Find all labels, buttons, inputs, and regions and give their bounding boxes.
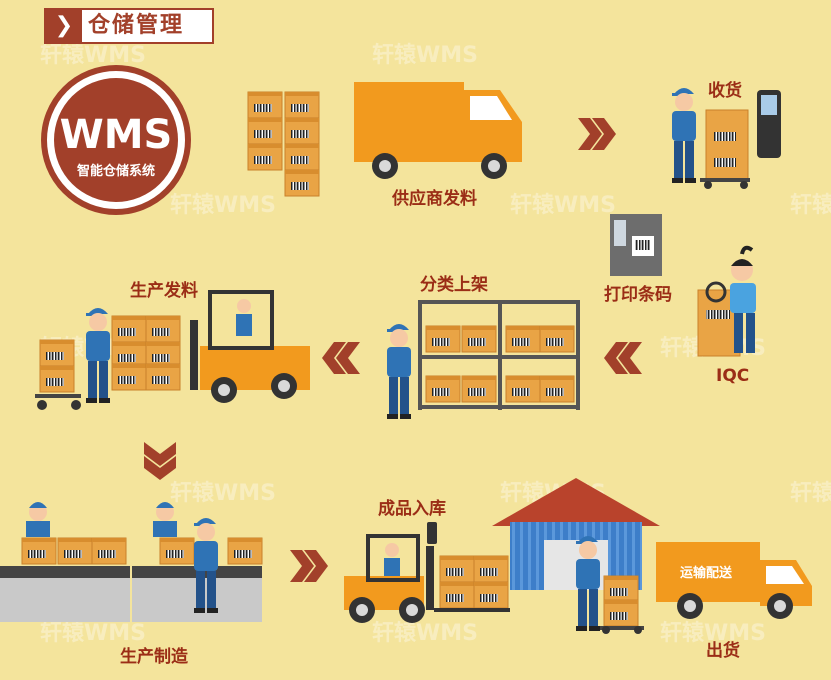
page-title: 仓储管理 <box>88 13 185 38</box>
delivery-truck <box>656 542 812 619</box>
logo-main-text: WMS <box>60 112 173 158</box>
label-production-issue: 生产发料 <box>130 281 198 301</box>
label-supplier: 供应商发料 <box>392 189 477 209</box>
barcode-printer <box>610 214 662 276</box>
watermark-text: 轩辕WMS <box>170 192 276 218</box>
page-title-box: ❯ 仓储管理 <box>44 8 214 44</box>
title-arrow-icon: ❯ <box>46 10 82 42</box>
label-finished-storage: 成品入库 <box>378 499 446 519</box>
watermark-text: 轩辕WMS <box>40 620 146 646</box>
watermark-text: 轩辕WMS <box>372 42 478 68</box>
watermark-text: 轩辕WMS <box>790 480 831 506</box>
production-issue-scene <box>35 290 310 410</box>
label-receiving: 收货 <box>708 81 742 101</box>
watermark-text: 轩辕WMS <box>790 192 831 218</box>
finished-storage-scene <box>344 522 510 623</box>
watermark-text: 轩辕WMS <box>170 480 276 506</box>
watermark-text: 轩辕WMS <box>510 192 616 218</box>
label-shelving: 分类上架 <box>420 275 488 295</box>
shelving-scene <box>387 300 580 419</box>
production-line-scene <box>0 502 263 622</box>
double-chevron-left-icon <box>322 342 360 374</box>
logo-sub-text: 智能仓储系统 <box>77 163 155 179</box>
double-chevron-down-icon <box>144 442 176 480</box>
iqc-scene <box>697 245 756 357</box>
watermark-text: 轩辕WMS <box>660 620 766 646</box>
label-print-barcode: 打印条码 <box>604 285 672 305</box>
supplier-van <box>354 82 522 179</box>
supplier-box-stack <box>247 91 320 197</box>
double-chevron-right-icon <box>290 550 328 582</box>
watermark-text: 轩辕WMS <box>40 42 146 68</box>
double-chevron-right-icon <box>578 118 616 150</box>
truck-label: 运输配送 <box>680 566 733 581</box>
warehouse-scene <box>492 478 660 634</box>
label-iqc: IQC <box>716 366 750 386</box>
watermark-text: 轩辕WMS <box>372 620 478 646</box>
wms-logo: WMS 智能仓储系统 <box>41 65 191 215</box>
label-shipping: 出货 <box>706 641 740 661</box>
label-production: 生产制造 <box>120 647 188 667</box>
double-chevron-left-icon <box>604 342 642 374</box>
receiving-scene <box>672 88 781 189</box>
